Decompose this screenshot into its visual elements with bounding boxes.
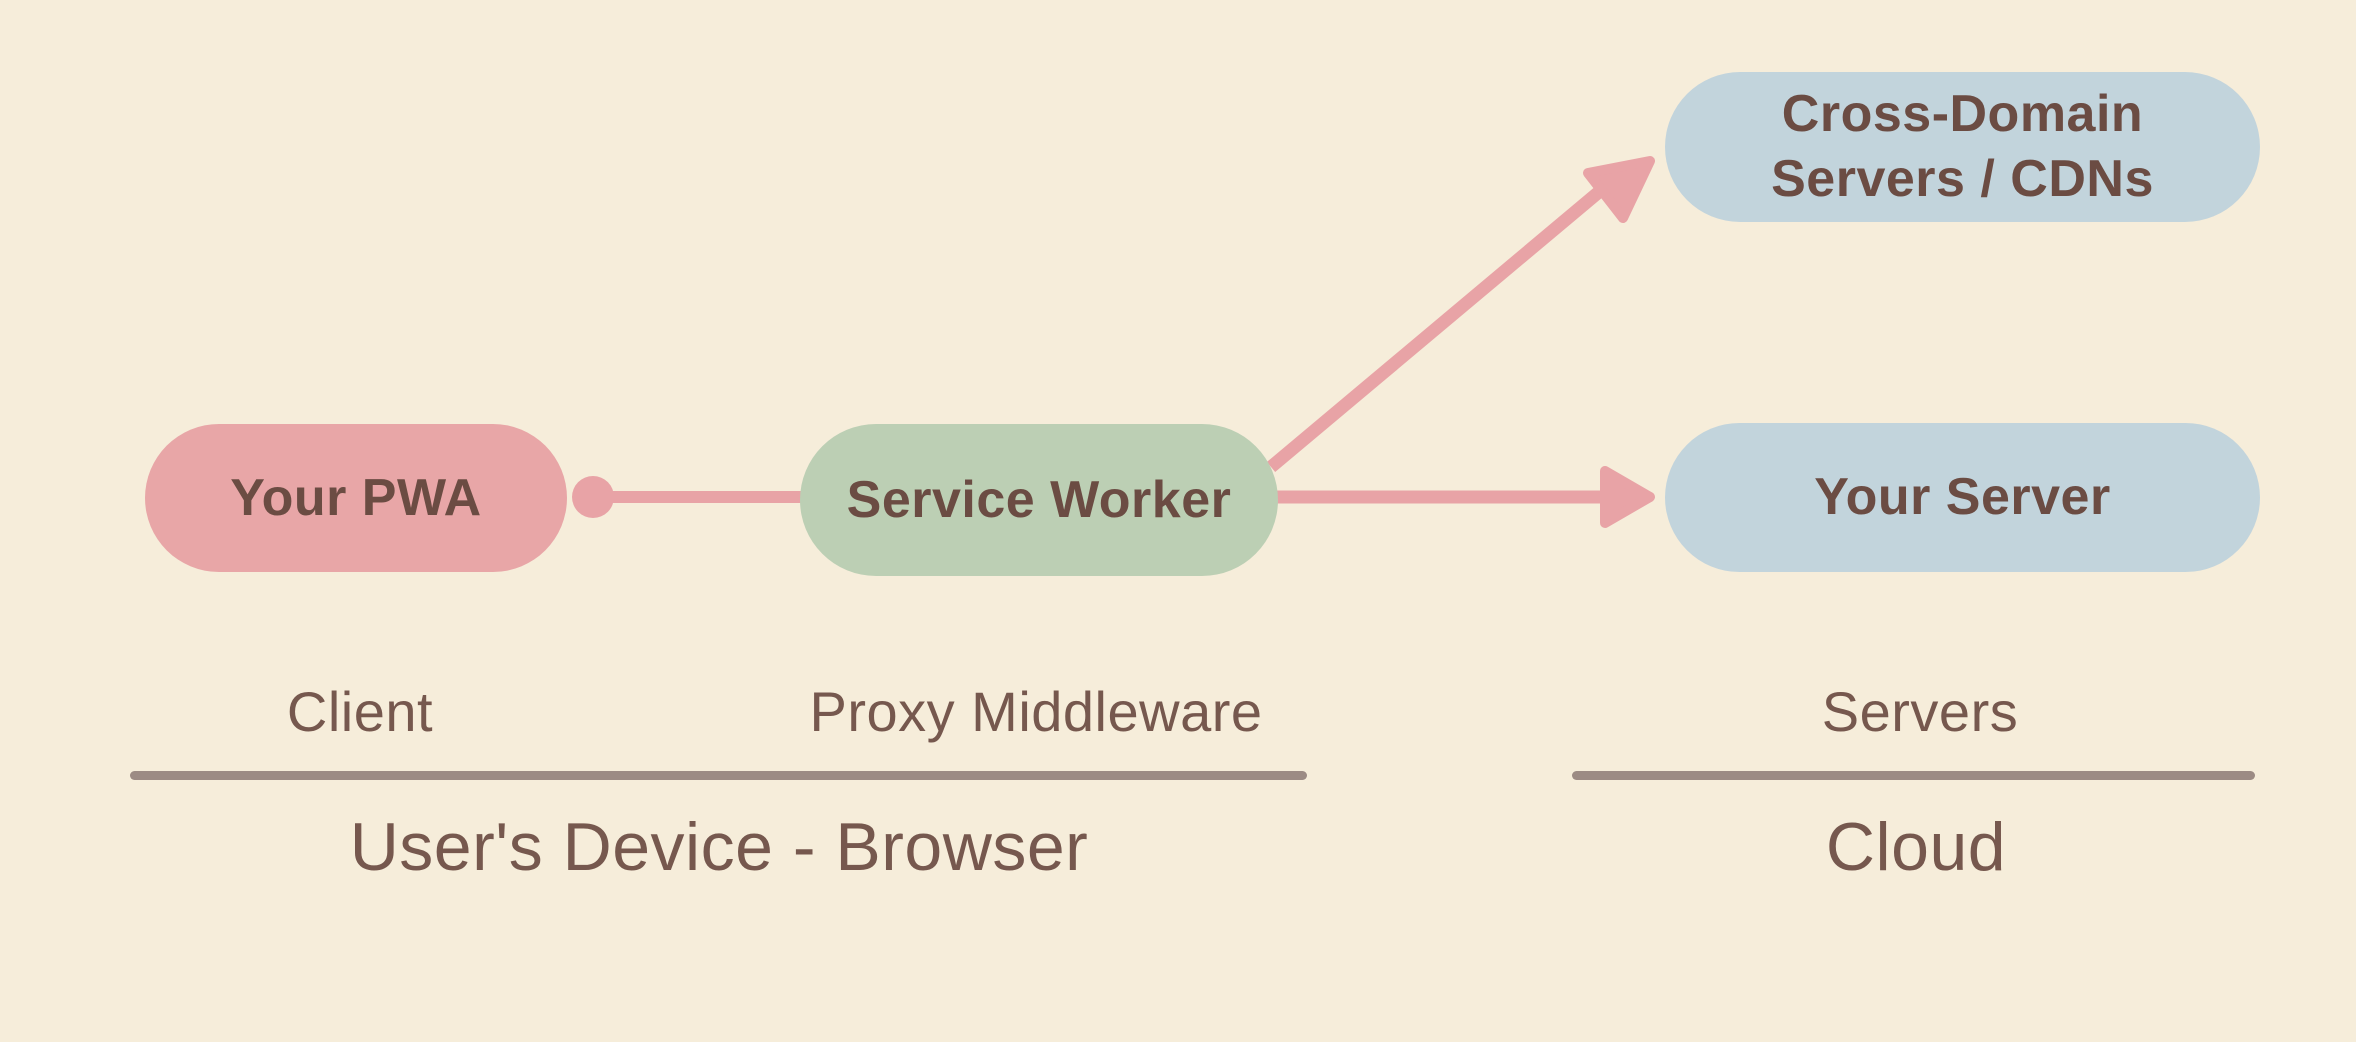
node-cross-domain-label-line2: Servers / CDNs: [1771, 150, 2154, 208]
arrowhead-icon: [1600, 466, 1655, 528]
arrow-service-worker-to-your-server: [1276, 466, 1655, 528]
divider-users-device: [130, 771, 1307, 780]
category-label-proxy-middleware: Proxy Middleware: [809, 680, 1263, 743]
divider-cloud: [1572, 771, 2255, 780]
node-your-server-label: Your Server: [1814, 468, 2111, 526]
arrow-service-worker-to-cross-domain: [1266, 156, 1655, 472]
connector-dot: [572, 476, 614, 518]
group-label-cloud: Cloud: [1825, 809, 2007, 885]
category-label-client: Client: [286, 680, 434, 743]
node-your-pwa: Your PWA: [145, 424, 567, 572]
arrowhead-icon: [1583, 156, 1655, 223]
connector-line-pwa-to-service-worker: [610, 491, 804, 503]
node-your-server: Your Server: [1665, 423, 2260, 572]
node-your-pwa-label: Your PWA: [230, 468, 482, 527]
node-service-worker-label: Service Worker: [846, 470, 1232, 529]
node-service-worker: Service Worker: [800, 424, 1278, 576]
node-cross-domain-label-line1: Cross-Domain: [1781, 85, 2144, 143]
category-label-servers: Servers: [1821, 680, 2019, 743]
node-cross-domain-servers: Cross-Domain Servers / CDNs: [1665, 72, 2260, 222]
group-label-users-device-browser: User's Device - Browser: [349, 809, 1089, 885]
